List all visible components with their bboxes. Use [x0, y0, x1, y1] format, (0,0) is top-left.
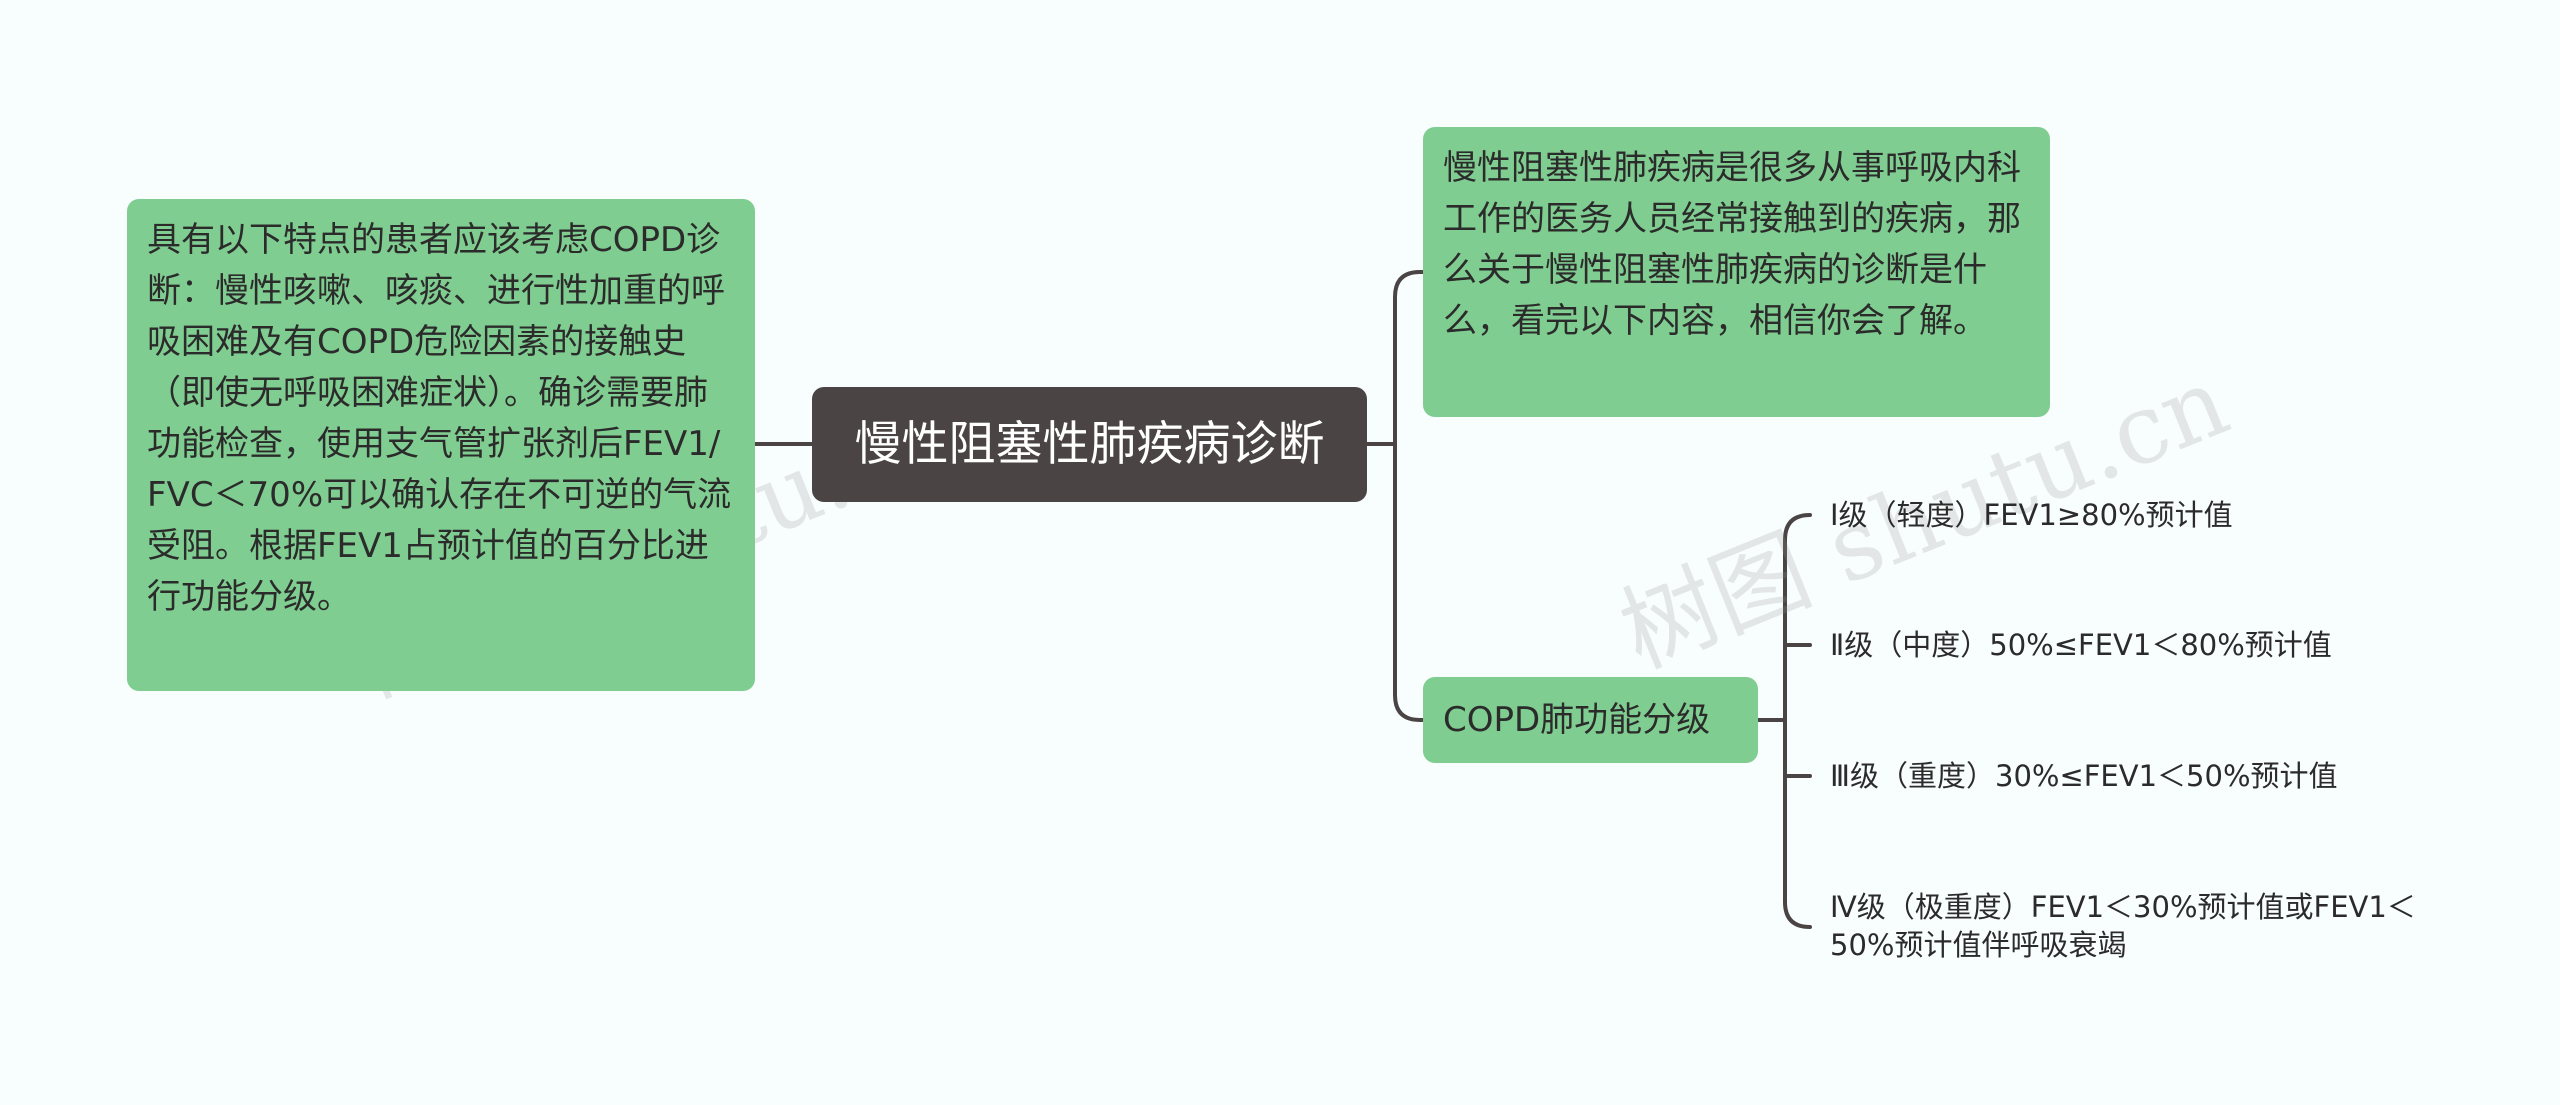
grade-3-item[interactable]: Ⅲ级（重度）30%≤FEV1＜50%预计值: [1830, 759, 2338, 793]
intro-node[interactable]: 慢性阻塞性肺疾病是很多从事呼吸内科工作的医务人员经常接触到的疾病，那么关于慢性阻…: [1423, 127, 2050, 417]
root-node[interactable]: 慢性阻塞性肺疾病诊断: [812, 387, 1367, 502]
intro-text: 慢性阻塞性肺疾病是很多从事呼吸内科工作的医务人员经常接触到的疾病，那么关于慢性阻…: [1443, 148, 2021, 341]
grade-2-item[interactable]: Ⅱ级（中度）50%≤FEV1＜80%预计值: [1830, 628, 2332, 662]
connector-right-trunk: [1393, 270, 1422, 722]
connector-leaf-trunk: [1783, 513, 1812, 929]
root-title: 慢性阻塞性肺疾病诊断: [854, 416, 1325, 472]
left-detail-node[interactable]: 具有以下特点的患者应该考虑COPD诊断：慢性咳嗽、咳痰、进行性加重的呼吸困难及有…: [127, 199, 755, 691]
grading-title: COPD肺功能分级: [1443, 699, 1711, 740]
grading-node[interactable]: COPD肺功能分级: [1423, 677, 1758, 763]
left-detail-text: 具有以下特点的患者应该考虑COPD诊断：慢性咳嗽、咳痰、进行性加重的呼吸困难及有…: [147, 220, 732, 617]
grade-1-item[interactable]: Ⅰ级（轻度）FEV1≥80%预计值: [1830, 498, 2233, 532]
grade-4-item[interactable]: Ⅳ级（极重度）FEV1＜30%预计值或FEV1＜50%预计值伴呼吸衰竭: [1830, 890, 2416, 962]
